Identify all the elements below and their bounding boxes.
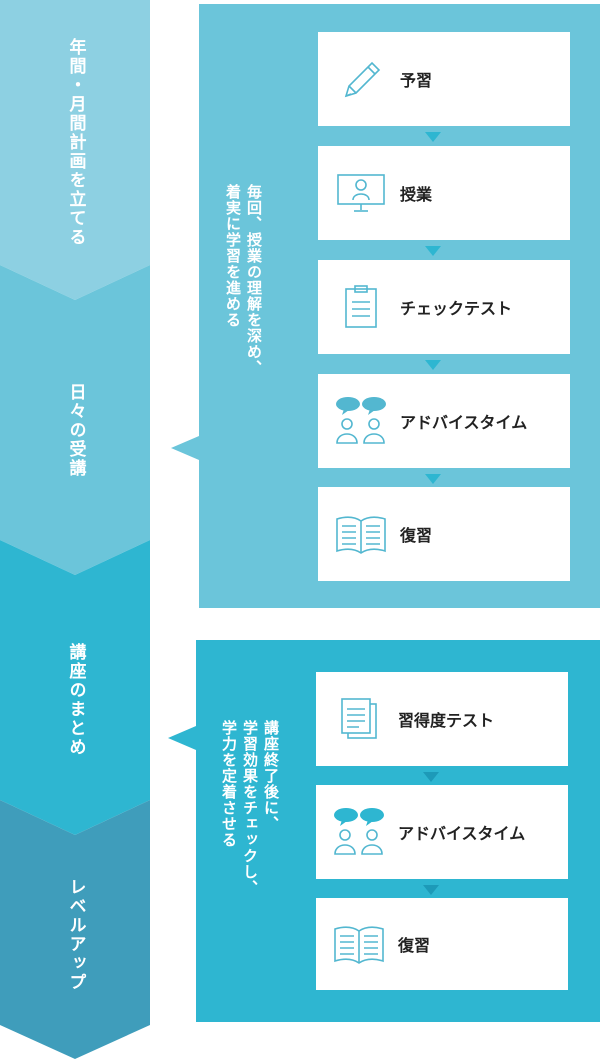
daily-description: 毎回、授業の理解を深め、 着実に学習を進める: [222, 184, 264, 424]
step-card-mastery-test: 習得度テスト: [316, 672, 568, 766]
step-card-advice-time-2: アドバイスタイム: [316, 785, 568, 879]
step-label: アドバイスタイム: [398, 824, 526, 843]
phase-label-plan: 年間・月間計画を立てる: [65, 37, 86, 247]
summary-description: 講座終了後に、 学習効果をチェックし、 学力を定着させる: [218, 720, 281, 910]
down-arrow-icon: [425, 474, 441, 484]
down-arrow-icon: [425, 246, 441, 256]
two-people-speech-icon: [332, 396, 390, 446]
summary-description-line: 学習効果をチェックし、: [241, 720, 259, 896]
step-card-advice-time: アドバイスタイム: [318, 374, 570, 468]
step-card-check-test: チェックテスト: [318, 260, 570, 354]
down-arrow-icon: [425, 360, 441, 370]
open-book-icon: [332, 509, 390, 559]
step-label: 習得度テスト: [398, 711, 495, 730]
daily-panel-pointer: [171, 436, 199, 460]
phase-band-levelup: [0, 800, 150, 1059]
open-book-icon: [330, 919, 388, 969]
phase-label-levelup: レベルアップ: [65, 878, 86, 992]
phase-band-summary: [0, 540, 150, 835]
summary-description-line: 学力を定着させる: [220, 720, 238, 848]
step-card-jugyo: 授業: [318, 146, 570, 240]
step-label: チェックテスト: [400, 299, 513, 318]
monitor-user-icon: [332, 168, 390, 218]
documents-icon: [330, 694, 388, 744]
phase-flow: [0, 0, 150, 1059]
step-label: 予習: [400, 71, 433, 90]
daily-description-line: 着実に学習を進める: [224, 184, 242, 328]
step-label: 復習: [398, 936, 431, 955]
phase-band-daily: [0, 265, 150, 575]
step-card-yoshu: 予習: [318, 32, 570, 126]
step-label: 復習: [400, 526, 433, 545]
phase-label-daily: 日々の受講: [65, 382, 86, 478]
summary-description-line: 講座終了後に、: [262, 720, 280, 832]
down-arrow-icon: [423, 772, 439, 782]
pencil-icon: [332, 54, 390, 104]
step-label: 授業: [400, 185, 433, 204]
daily-description-line: 毎回、授業の理解を深め、: [245, 184, 263, 376]
step-card-fukushu-2: 復習: [316, 898, 568, 990]
phase-band-plan: [0, 0, 150, 300]
two-people-speech-icon: [330, 807, 388, 857]
clipboard-icon: [332, 282, 390, 332]
summary-panel-pointer: [168, 726, 196, 750]
step-card-fukushu: 復習: [318, 487, 570, 581]
down-arrow-icon: [423, 885, 439, 895]
phase-label-summary: 講座のまとめ: [65, 643, 86, 757]
down-arrow-icon: [425, 132, 441, 142]
step-label: アドバイスタイム: [400, 413, 528, 432]
